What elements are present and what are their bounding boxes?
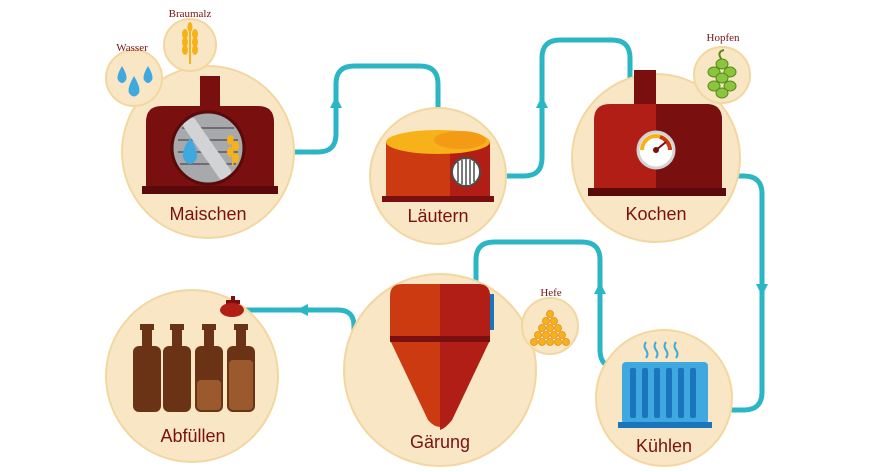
arrow-up-1	[330, 96, 342, 108]
malt-ear-icon	[227, 135, 239, 166]
step-label-kuehlen: Kühlen	[636, 436, 692, 456]
step-kuehlen: Kühlen	[595, 329, 733, 467]
ingredient-label-hefe: Hefe	[540, 287, 561, 299]
bottle-1	[133, 324, 161, 412]
step-label-laeutern: Läutern	[407, 206, 468, 226]
step-label-maischen: Maischen	[169, 204, 246, 224]
ingredient-label-wasser: Wasser	[116, 42, 148, 54]
arrow-left-1	[296, 304, 308, 316]
fermenter-gauge	[490, 294, 494, 330]
water-drops-icon	[117, 66, 153, 97]
pipe-maischen-laeutern	[269, 63, 441, 155]
arrow-up-3	[594, 282, 606, 294]
kettle-side	[656, 104, 722, 190]
lauter-tun-base	[382, 196, 494, 202]
step-abfuellen: Abfüllen	[105, 289, 279, 463]
step-label-gaerung: Gärung	[410, 432, 470, 452]
water-drop-icon	[182, 138, 198, 164]
ingredient-hopfen: Hopfen	[693, 32, 751, 104]
bottle-icon	[133, 324, 255, 412]
kettle-chimney	[634, 70, 656, 110]
stirrer-paddle	[183, 117, 232, 180]
step-laeutern: Läutern	[369, 107, 507, 245]
arrow-down-1	[756, 284, 768, 296]
wheat-icon	[182, 22, 198, 64]
fermenter-side	[440, 284, 490, 430]
step-kochen: Kochen	[571, 70, 741, 243]
ingredient-hefe: Hefe	[521, 287, 579, 355]
pipe-laeutern-kochen	[487, 37, 633, 179]
arrow-up-2	[536, 96, 548, 108]
thermometer-gauge-icon	[636, 130, 676, 170]
valve-icon	[220, 296, 244, 317]
lauter-tun-top-shade	[434, 131, 486, 149]
mash-tun-base	[142, 186, 278, 194]
step-label-kochen: Kochen	[625, 204, 686, 224]
cooler-fins	[630, 368, 696, 418]
step-label-abfuellen: Abfüllen	[160, 426, 225, 446]
step-maischen: Maischen	[121, 65, 295, 239]
kettle-base	[588, 188, 726, 196]
ingredient-braumalz: Braumalz	[163, 8, 217, 72]
sieve-icon	[451, 157, 481, 187]
steam-icon	[643, 341, 679, 359]
cooler-base	[618, 422, 712, 428]
ingredient-label-braumalz: Braumalz	[169, 8, 212, 20]
ingredient-wasser: Wasser	[105, 42, 163, 107]
bottle-3	[195, 324, 223, 412]
fermenter-band	[390, 336, 490, 342]
bottle-4	[227, 324, 255, 412]
yeast-icon	[530, 310, 570, 346]
hops-icon	[707, 49, 737, 99]
ingredient-label-hopfen: Hopfen	[707, 32, 740, 44]
bottle-2	[163, 324, 191, 412]
mash-tun-chimney	[200, 76, 220, 110]
step-gaerung: Gärung	[343, 273, 537, 467]
